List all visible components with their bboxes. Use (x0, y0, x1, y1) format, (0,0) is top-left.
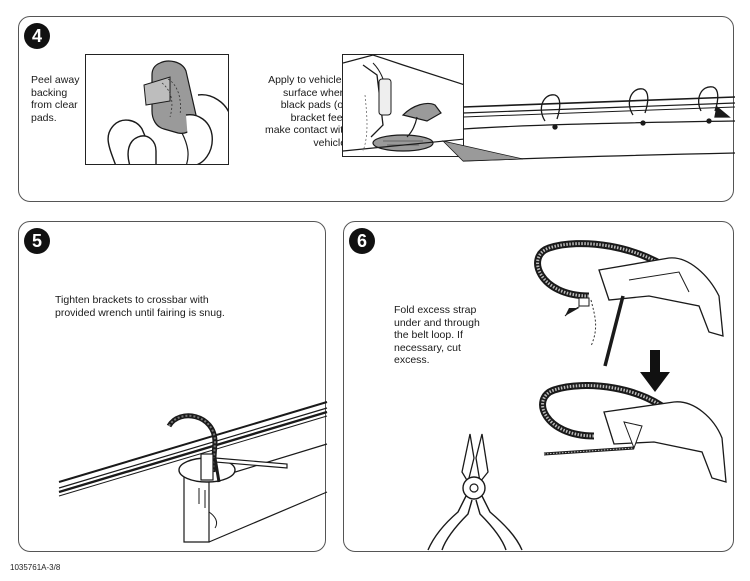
bracket-1 (540, 94, 561, 130)
document-id: 1035761A-3/8 (10, 563, 61, 572)
bracket-3 (698, 86, 731, 124)
step-4-panel: 4 Peel away backing from clear pads. App… (18, 16, 736, 202)
cutters-icon (427, 433, 523, 551)
step-4-apply-text: Apply to vehicle’s surface where black p… (264, 74, 349, 149)
step-6-badge: 6 (349, 228, 375, 254)
step-4-peel-text: Peel away backing from clear pads. (31, 74, 80, 124)
step-6-fold-text: Fold excess strap under and through the … (394, 304, 480, 366)
crossbar-wrench-drawing (58, 401, 328, 543)
apply-pad-illustration (342, 54, 464, 157)
down-arrow-icon (640, 350, 670, 392)
step-5-badge: 5 (24, 228, 50, 254)
wrench-icon (213, 457, 288, 483)
bracket-2 (628, 88, 649, 126)
step-6-panel: 6 Fold excess strap under and through th… (343, 221, 734, 552)
strap-folded-result-drawing (539, 382, 727, 483)
roof-crossbar-drawing (441, 86, 736, 162)
step-4-badge: 4 (24, 23, 50, 49)
peel-backing-illustration (85, 54, 229, 165)
peel-pad-drawing (107, 60, 228, 164)
step-5-tighten-text: Tighten brackets to crossbar with provid… (55, 294, 225, 319)
strap-fold-drawing (534, 240, 724, 367)
step-5-panel: 5 Tighten brackets to crossbar with prov… (18, 221, 328, 552)
